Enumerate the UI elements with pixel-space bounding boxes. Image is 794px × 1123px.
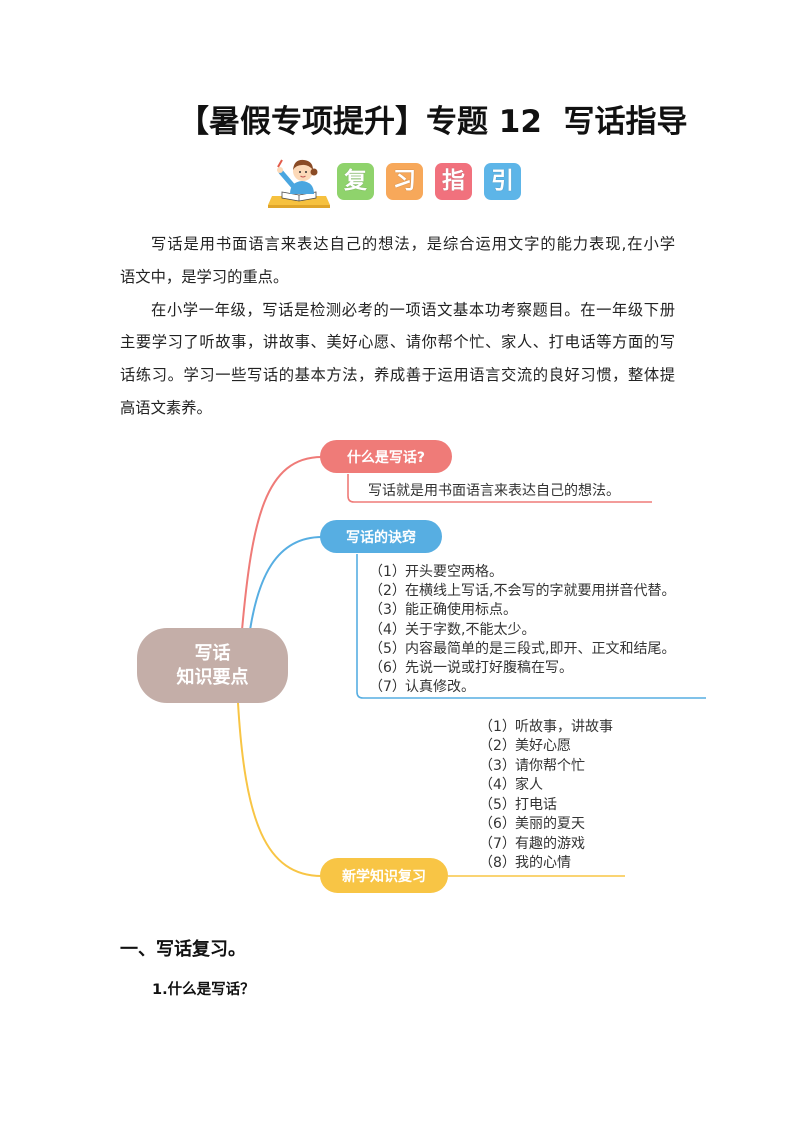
item-number: （3）: [479, 757, 516, 774]
center-node-line2: 知识要点: [176, 666, 249, 688]
branch-tips-label: 写话的诀窍: [320, 520, 442, 553]
connector-review: [237, 702, 323, 877]
center-node-line1: 写话: [194, 642, 231, 664]
item-number: （4）: [369, 621, 406, 638]
underline-what-is: [347, 474, 652, 503]
list-item: （7）认真修改。: [369, 678, 675, 697]
paragraph-line: 主要学习了听故事，讲故事、美好心愿、请你帮个忙、家人、打电话等方面的写: [120, 333, 675, 352]
list-item: （5）内容最简单的是三段式,即开、正文和结尾。: [369, 640, 675, 659]
page-title: 【暑假专项提升】专题 12 写话指导: [178, 104, 688, 140]
item-number: （7）: [369, 679, 406, 696]
list-item: （2）在横线上写话,不会写的字就要用拼音代替。: [369, 582, 675, 601]
item-number: （8）: [479, 855, 516, 872]
branch-what-is-label: 什么是写话?: [320, 440, 452, 473]
list-item: （7）有趣的游戏: [479, 835, 613, 854]
item-number: （3）: [369, 602, 406, 619]
review-list: （1）听故事，讲故事 （2）美好心愿 （3）请你帮个忙 （4）家人 （5）打电话…: [479, 718, 613, 874]
item-text: 能正确使用标点。: [405, 602, 517, 619]
intro-text: 写话是用书面语言来表达自己的想法，是综合运用文字的能力表现,在小学 语文中，是学…: [120, 228, 675, 425]
list-item: （4）家人: [479, 776, 613, 795]
item-number: （1）: [479, 719, 516, 735]
item-number: （2）: [369, 583, 406, 600]
paragraph-line: 话练习。学习一些写话的基本方法，养成善于运用语言交流的良好习惯，整体提: [120, 366, 675, 385]
intro-paragraph: 写话是用书面语言来表达自己的想法，是综合运用文字的能力表现,在小学 语文中，是学…: [120, 228, 675, 294]
connector-tips: [249, 536, 323, 631]
kid-reading-icon: [268, 159, 330, 208]
item-text: 关于字数,不能太少。: [405, 621, 536, 638]
item-text: 在横线上写话,不会写的字就要用拼音代替。: [405, 583, 676, 600]
item-text: 内容最简单的是三段式,即开、正文和结尾。: [405, 640, 676, 657]
banner-tile-zhi: 指: [435, 163, 472, 200]
connector-what-is: [241, 456, 323, 631]
paragraph-line: 高语文素养。: [120, 398, 212, 417]
item-text: 打电话: [515, 796, 557, 813]
paragraph-line: 语文中，是学习的重点。: [120, 267, 289, 286]
item-number: （5）: [479, 796, 516, 813]
section-heading: 一、写话复习。: [120, 939, 246, 960]
item-number: （4）: [479, 777, 516, 794]
list-item: （8）我的心情: [479, 854, 613, 873]
item-text: 家人: [515, 777, 543, 794]
item-text: 我的心情: [515, 855, 571, 872]
question-heading: 1.什么是写话？: [152, 982, 255, 998]
list-item: （1）听故事，讲故事: [479, 718, 613, 737]
list-item: （3）能正确使用标点。: [369, 601, 675, 620]
item-number: （6）: [479, 816, 516, 833]
item-number: （7）: [479, 835, 516, 852]
branch-review-label: 新学知识复习: [320, 858, 448, 893]
item-text: 听故事，讲故事: [515, 719, 613, 735]
item-number: （2）: [479, 738, 516, 755]
list-item: （6）先说一说或打好腹稿在写。: [369, 659, 675, 678]
item-text: 先说一说或打好腹稿在写。: [405, 660, 573, 677]
item-text: 美丽的夏天: [515, 816, 585, 833]
list-item: （3）请你帮个忙: [479, 757, 613, 776]
item-number: （5）: [369, 640, 406, 657]
paragraph-line: 在小学一年级，写话是检测必考的一项语文基本功考察题目。在一年级下册: [151, 300, 675, 319]
item-number: （6）: [369, 660, 406, 677]
list-item: （6）美丽的夏天: [479, 815, 613, 834]
banner-tile-fu: 复: [337, 163, 374, 200]
item-text: 美好心愿: [515, 738, 571, 755]
list-item: （1）开头要空两格。: [369, 563, 675, 582]
paragraph-line: 写话是用书面语言来表达自己的想法，是综合运用文字的能力表现,在小学: [151, 235, 675, 253]
mindmap-center-node: 写话 知识要点: [137, 628, 288, 703]
banner-tile-xi: 习: [386, 163, 423, 200]
banner-tile-yin: 引: [484, 163, 521, 200]
intro-paragraph: 在小学一年级，写话是检测必考的一项语文基本功考察题目。在一年级下册 主要学习了听…: [120, 294, 675, 425]
item-text: 请你帮个忙: [515, 757, 585, 774]
item-text: 开头要空两格。: [405, 564, 503, 580]
item-text: 认真修改。: [405, 679, 475, 696]
list-item: （5）打电话: [479, 796, 613, 815]
list-item: （4）关于字数,不能太少。: [369, 621, 675, 640]
branch-what-is-text: 写话就是用书面语言来表达自己的想法。: [368, 483, 620, 499]
tips-list: （1）开头要空两格。 （2）在横线上写话,不会写的字就要用拼音代替。 （3）能正…: [369, 563, 675, 697]
list-item: （2）美好心愿: [479, 737, 613, 756]
underline-tips: [356, 554, 706, 699]
item-number: （1）: [369, 564, 406, 580]
item-text: 有趣的游戏: [515, 835, 585, 852]
